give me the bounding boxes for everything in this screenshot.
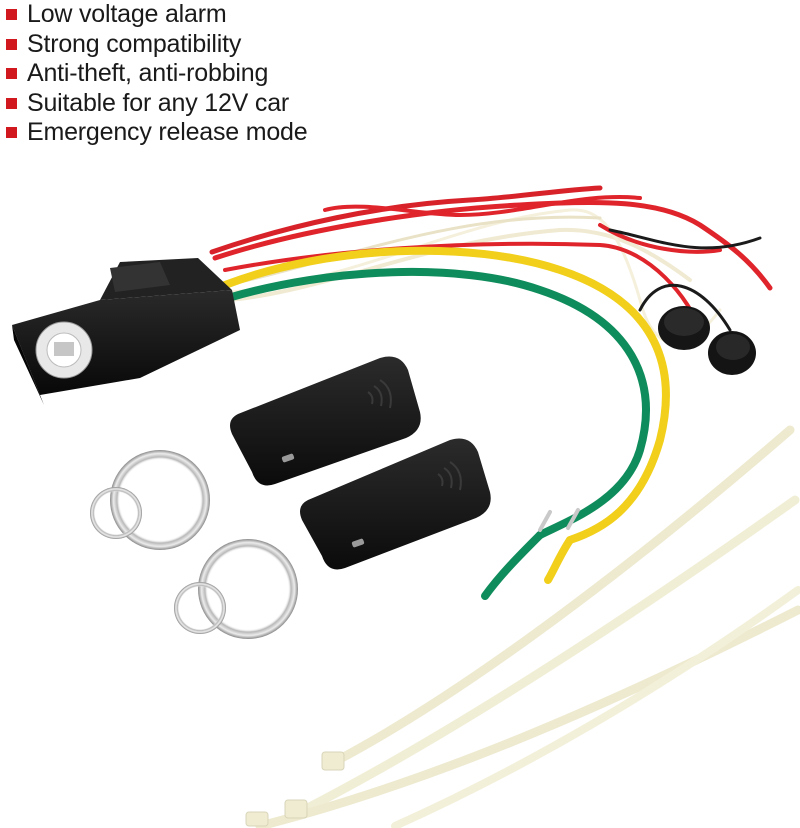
bullet-icon xyxy=(6,97,17,109)
cable-tie xyxy=(295,495,800,817)
control-module xyxy=(12,258,240,405)
bullet-icon xyxy=(6,38,17,50)
buzzer-top xyxy=(664,308,704,336)
green-wire xyxy=(481,531,544,600)
feature-text: Emergency release mode xyxy=(27,118,308,147)
black-wire xyxy=(638,283,732,332)
main-wires xyxy=(221,246,670,600)
cable-tie xyxy=(391,586,800,828)
cable-tie xyxy=(333,425,795,765)
wire-core xyxy=(538,510,552,532)
wireless-signal-icon xyxy=(437,461,462,491)
remote xyxy=(230,356,421,486)
red-wires xyxy=(209,185,773,332)
feature-text: Anti-theft, anti-robbing xyxy=(27,59,269,88)
red-wire xyxy=(209,185,603,255)
bullet-icon xyxy=(6,127,17,139)
buzzers xyxy=(658,306,756,375)
key-rings xyxy=(90,450,298,639)
feature-item: Suitable for any 12V car xyxy=(6,89,307,119)
feature-item: Low voltage alarm xyxy=(6,0,307,30)
cable-tie-head xyxy=(284,799,308,819)
red-wire xyxy=(598,223,722,254)
feature-item: Emergency release mode xyxy=(6,118,308,148)
key-ring xyxy=(174,582,226,634)
buzzer-top xyxy=(716,334,750,360)
cable-ties xyxy=(245,425,800,828)
yellow-wire xyxy=(221,246,670,544)
white-wire xyxy=(228,227,692,302)
feature-text: Strong compatibility xyxy=(27,29,242,58)
red-wire xyxy=(323,195,642,218)
feature-text: Low voltage alarm xyxy=(27,0,227,29)
bullet-icon xyxy=(6,68,17,80)
cable-tie-head xyxy=(321,751,345,771)
yellow-wire xyxy=(544,536,574,584)
feature-item: Anti-theft, anti-robbing xyxy=(6,59,307,89)
red-wire xyxy=(223,241,702,332)
bullet-icon xyxy=(6,9,17,21)
feature-item: Strong compatibility xyxy=(6,30,307,60)
cable-tie xyxy=(255,605,800,828)
wire-core xyxy=(566,508,580,530)
key-ring xyxy=(90,487,142,539)
remote xyxy=(300,438,491,570)
feature-text: Suitable for any 12V car xyxy=(27,88,290,117)
black-wire xyxy=(608,228,762,250)
wireless-signal-icon xyxy=(367,379,392,409)
cable-tie-head xyxy=(245,811,269,827)
feature-list: Low voltage alarm Strong compatibility A… xyxy=(6,0,308,148)
white-wire xyxy=(238,215,602,284)
green-wire xyxy=(224,267,650,539)
